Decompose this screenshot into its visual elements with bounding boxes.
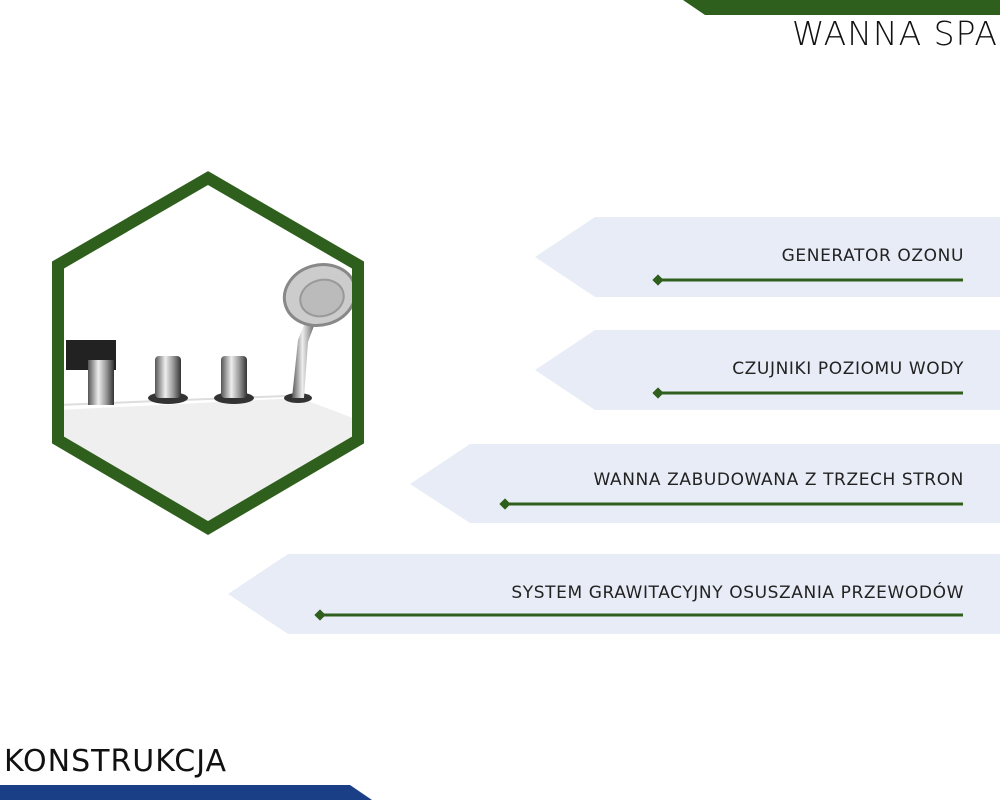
top-green-bar (683, 0, 1000, 15)
page-title: WANNA SPA (791, 14, 998, 53)
underline-3 (499, 498, 963, 510)
feature-label-three-sides: WANNA ZABUDOWANA Z TRZECH STRON (593, 470, 964, 490)
underline-4 (314, 609, 963, 621)
bottom-blue-bar (0, 785, 372, 800)
section-title: KONSTRUKCJA (4, 744, 228, 779)
feature-banner-bg (535, 217, 1000, 297)
feature-label-ozone: GENERATOR OZONU (781, 246, 964, 266)
feature-label-water-sensors: CZUJNIKI POZIOMU WODY (732, 359, 964, 379)
hexagon-frame (52, 171, 364, 535)
product-photo-faucet (58, 178, 358, 528)
feature-banner-bg (535, 330, 1000, 410)
feature-label-gravity-drain: SYSTEM GRAWITACYJNY OSUSZANIA PRZEWODÓW (511, 583, 964, 603)
underline-2 (652, 387, 963, 399)
underline-1 (652, 274, 963, 286)
